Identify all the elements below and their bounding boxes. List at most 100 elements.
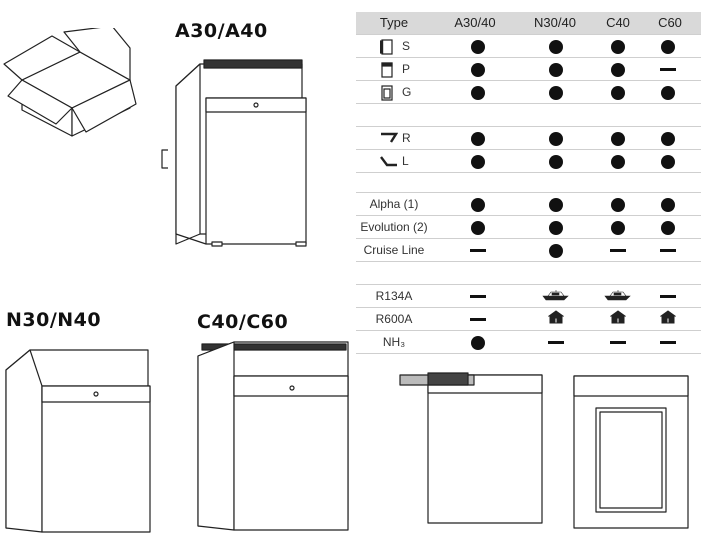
available-dot-icon: [549, 85, 563, 100]
header-type: Type: [379, 15, 409, 30]
row-label-p: P: [402, 62, 411, 76]
table-header: Type A30/40 N30/40 C40 C60: [356, 12, 701, 34]
cell-r600a-3: [648, 308, 688, 331]
cell-s-0: [458, 35, 498, 58]
group-separator: [356, 34, 701, 35]
door-glass-icon: [380, 85, 394, 106]
available-dot-icon: [661, 39, 675, 54]
cell-r134a-1: [536, 285, 576, 308]
available-dot-icon: [611, 154, 625, 169]
row-label-s: S: [402, 39, 411, 53]
table-row: R134A: [356, 285, 701, 308]
table-row: S: [356, 35, 701, 58]
available-dot-icon: [549, 39, 563, 54]
cell-evolution2-1: [536, 216, 576, 239]
cell-p-3: [648, 58, 688, 81]
table-row: NH₃: [356, 331, 701, 354]
cell-r134a-0: [458, 285, 498, 308]
available-dot-icon: [549, 197, 563, 212]
available-dot-icon: [471, 220, 485, 235]
model-label-a30: A30/A40: [175, 20, 268, 42]
fridge-n30-illustration: [2, 346, 152, 538]
group-separator: [356, 126, 701, 127]
table-row: L: [356, 150, 701, 173]
available-dot-icon: [611, 131, 625, 146]
cell-evolution2-3: [648, 216, 688, 239]
cell-nh-1: [536, 331, 576, 354]
cell-r134a-2: [598, 285, 638, 308]
available-dot-icon: [471, 85, 485, 100]
available-dot-icon: [549, 220, 563, 235]
cell-s-3: [648, 35, 688, 58]
cell-cruiseline-1: [536, 239, 576, 262]
row-label-r: R: [402, 131, 411, 145]
row-label: Cruise Line: [363, 243, 425, 257]
table-row: Evolution (2): [356, 216, 701, 239]
group-separator: [356, 192, 701, 193]
cell-nh-0: [458, 331, 498, 354]
available-dot-icon: [661, 197, 675, 212]
cell-cruiseline-2: [598, 239, 638, 262]
cell-nh-3: [648, 331, 688, 354]
group-separator: [356, 284, 701, 285]
not-available-dash-icon: [660, 295, 676, 298]
cell-nh-2: [598, 331, 638, 354]
available-dot-icon: [611, 39, 625, 54]
available-dot-icon: [611, 85, 625, 100]
box-illustration: [2, 28, 138, 140]
cell-r600a-1: [536, 308, 576, 331]
cell-l-0: [458, 150, 498, 173]
model-label-n30: N30/N40: [6, 309, 102, 331]
cell-g-2: [598, 81, 638, 104]
row-label: Alpha (1): [369, 197, 419, 211]
available-dot-icon: [549, 62, 563, 77]
cell-evolution2-0: [458, 216, 498, 239]
cell-cruiseline-0: [458, 239, 498, 262]
available-dot-icon: [661, 131, 675, 146]
available-dot-icon: [471, 197, 485, 212]
cell-p-2: [598, 58, 638, 81]
cell-evolution2-2: [598, 216, 638, 239]
not-available-dash-icon: [548, 341, 564, 344]
cell-cruiseline-3: [648, 239, 688, 262]
door-solid-icon: [380, 39, 394, 60]
yacht-icon: [604, 288, 632, 306]
available-dot-icon: [549, 154, 563, 169]
house-icon: [547, 310, 565, 329]
table-row: R: [356, 127, 701, 150]
not-available-dash-icon: [610, 341, 626, 344]
cell-r600a-2: [598, 308, 638, 331]
model-label-c40: C40/C60: [197, 311, 289, 333]
row-label-l: L: [402, 154, 409, 168]
cell-p-1: [536, 58, 576, 81]
available-dot-icon: [611, 220, 625, 235]
cell-r-3: [648, 127, 688, 150]
header-c60: C60: [658, 15, 682, 30]
cell-l-2: [598, 150, 638, 173]
row-label: NH₃: [382, 335, 406, 349]
available-dot-icon: [611, 197, 625, 212]
cell-g-3: [648, 81, 688, 104]
available-dot-icon: [661, 154, 675, 169]
not-available-dash-icon: [470, 249, 486, 252]
cell-g-1: [536, 81, 576, 104]
available-dot-icon: [549, 131, 563, 146]
not-available-dash-icon: [470, 318, 486, 321]
cell-alpha1-0: [458, 193, 498, 216]
door-p-illustration: [398, 365, 548, 527]
available-dot-icon: [471, 39, 485, 54]
available-dot-icon: [471, 62, 485, 77]
cell-r600a-0: [458, 308, 498, 331]
hinge-right-icon: [380, 131, 399, 149]
cell-l-1: [536, 150, 576, 173]
table-row: Alpha (1): [356, 193, 701, 216]
available-dot-icon: [471, 335, 485, 350]
cell-p-0: [458, 58, 498, 81]
cell-r-2: [598, 127, 638, 150]
yacht-icon: [542, 288, 570, 306]
door-g-illustration: [566, 372, 692, 532]
not-available-dash-icon: [660, 249, 676, 252]
table-row: R600A: [356, 308, 701, 331]
cell-alpha1-1: [536, 193, 576, 216]
